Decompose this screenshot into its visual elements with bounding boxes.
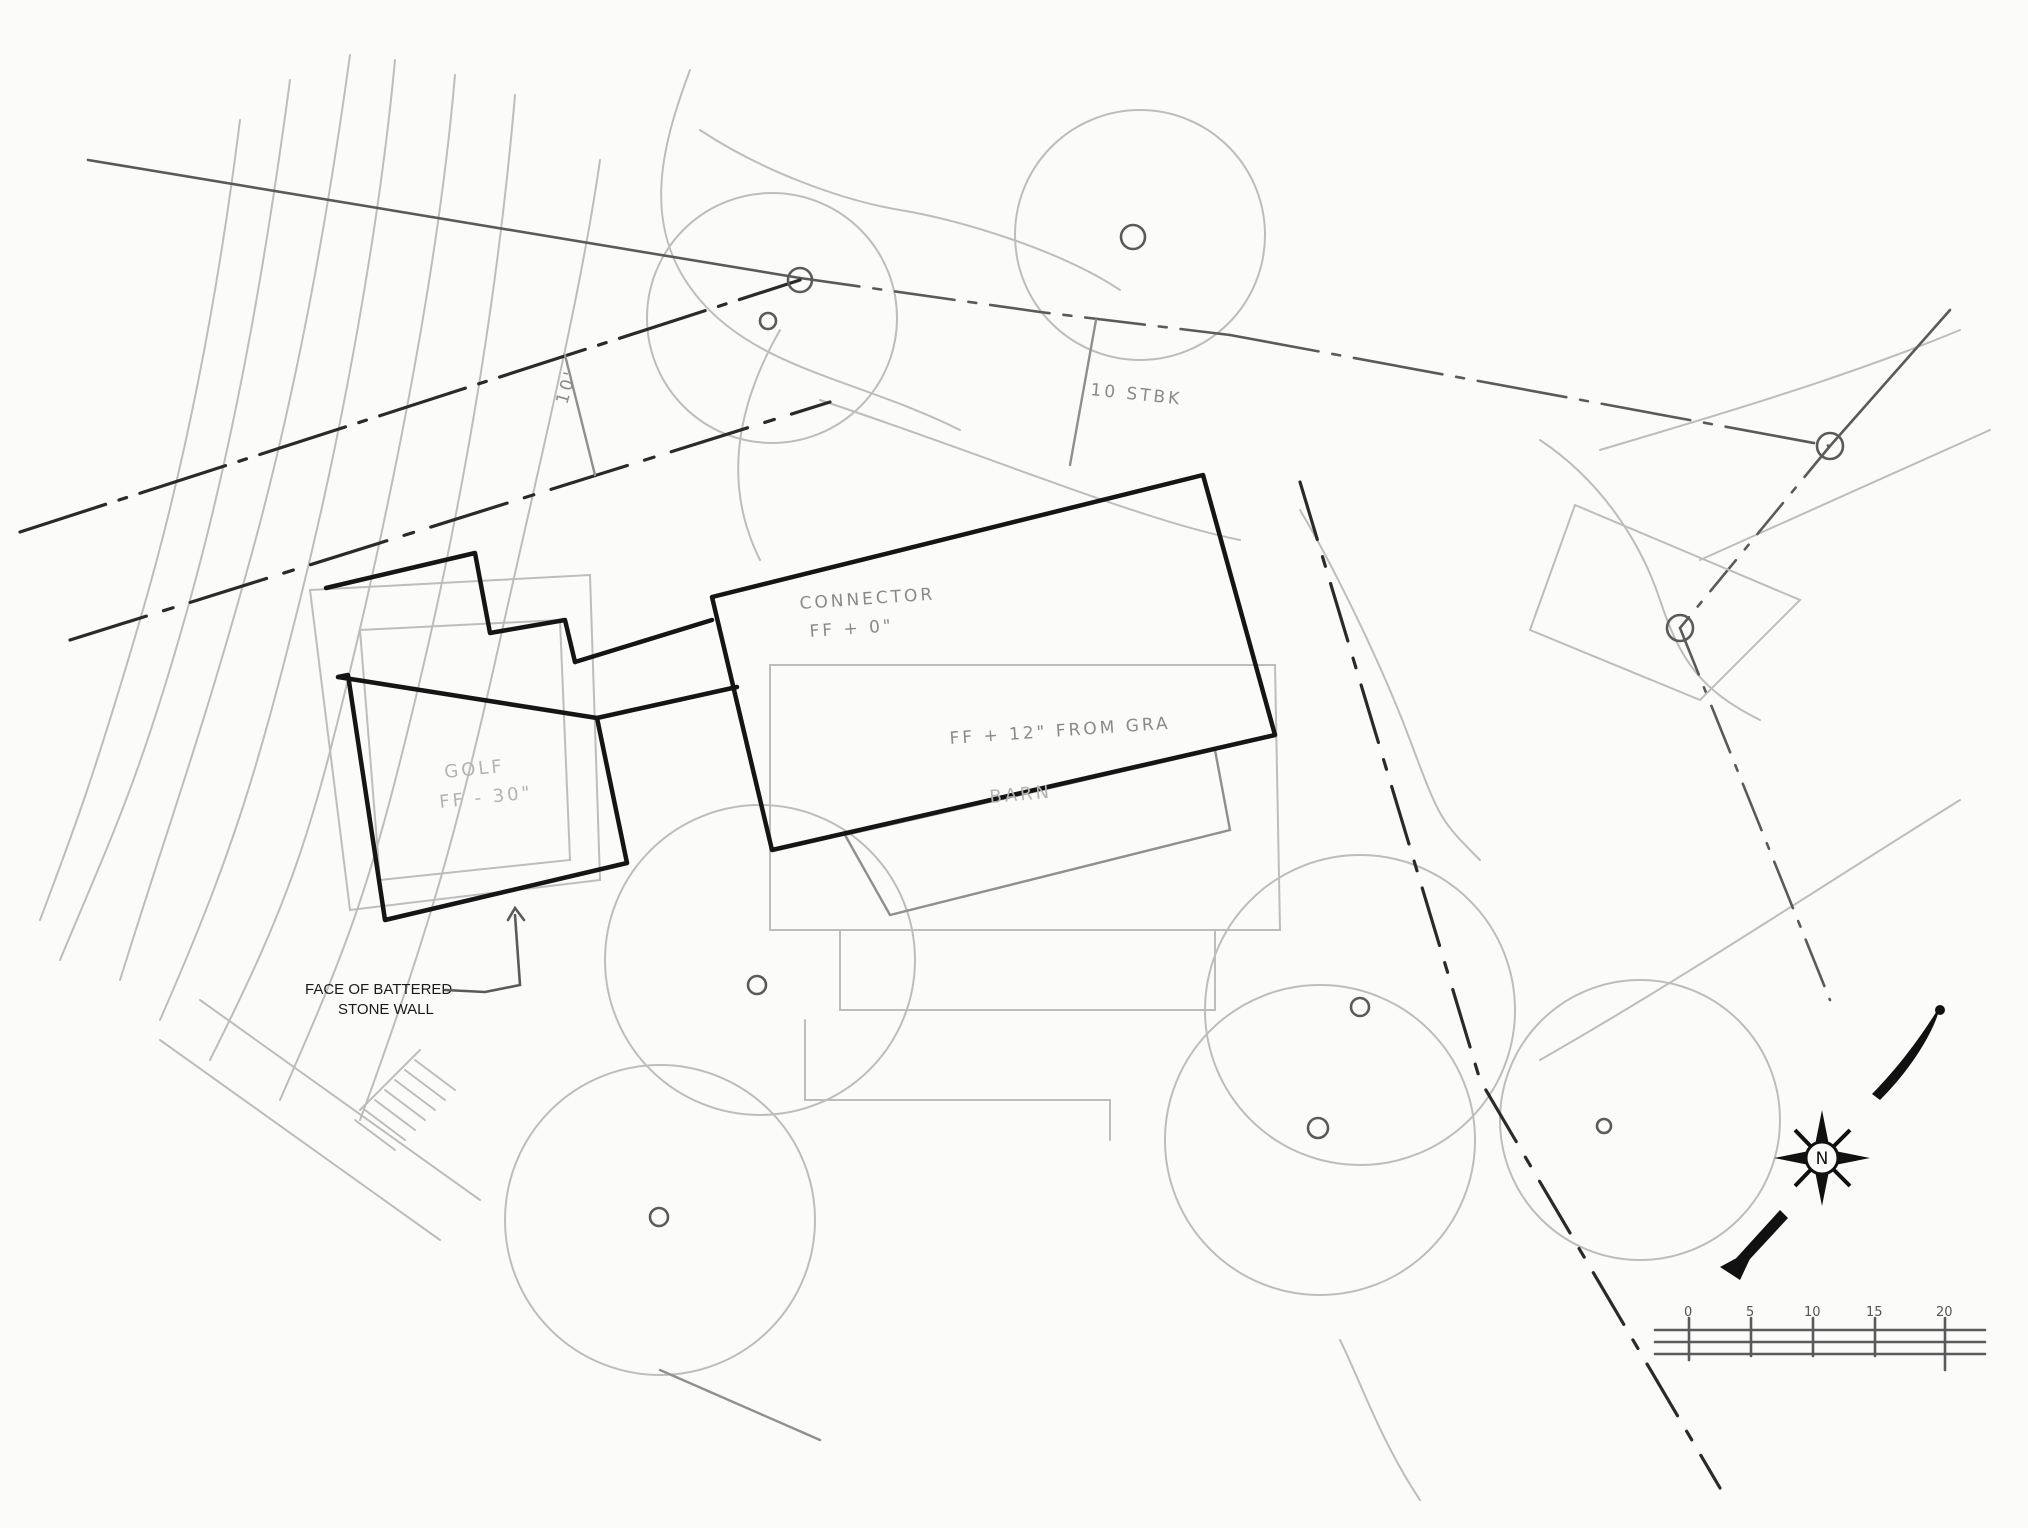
scale-tick-20: 20 [1936,1305,1953,1320]
tree-trunk-icon [746,974,768,996]
setback-line [18,278,802,534]
compass-rose-icon: N [1774,1110,1870,1206]
tree-canopy [504,1064,816,1376]
scale-tick-15: 15 [1866,1305,1883,1320]
north-arrow: N [1720,1005,1945,1280]
tree-trunk-icon [1595,1117,1613,1135]
contour-lines [39,54,1991,1501]
tree-trunk-icon [1119,223,1147,251]
stair-path [159,999,822,1442]
tree-trunk-icon [648,1206,670,1228]
connector-ff-label: FF + 0" [809,616,894,642]
barn-label: BARN [989,782,1053,808]
tree-trunk-icon [1306,1116,1330,1140]
tree-trunk-icon [758,311,778,331]
wall-label-line2: STONE WALL [338,1001,434,1018]
setback-stbk-label: 10 STBK [1089,380,1183,410]
golf-ff-label: FF - 30" [438,782,534,813]
connector-footprint [572,617,740,721]
golf-footprint [323,550,630,923]
ff-grade-label: FF + 12" FROM GRA [949,714,1171,749]
property-pin-icon [1815,431,1845,461]
scale-bar: 0 5 10 15 20 [1653,1305,1987,1372]
scale-tick-10: 10 [1804,1305,1821,1320]
wall-label-line1: FACE OF BATTERED [305,981,452,998]
scale-tick-0: 0 [1684,1305,1692,1320]
tree-canopy [1204,854,1516,1166]
golf-label: GOLF [443,756,505,783]
tree-canopy [646,192,898,444]
scale-tick-5: 5 [1746,1305,1754,1320]
tree-canopy [1014,109,1266,361]
tree-canopies [504,109,1781,1376]
property-line [86,158,802,280]
north-letter: N [1816,1149,1829,1169]
setback-line [1298,480,1722,1490]
connector-label: CONNECTOR [799,585,936,614]
property-pin-icon [1665,613,1695,643]
tree-trunks [648,223,1613,1228]
tree-trunk-icon [1349,996,1371,1018]
tree-canopy [1164,984,1476,1296]
building-footprints [323,472,1278,923]
barn-footprint [709,472,1278,853]
tree-canopy [604,804,916,1116]
property-lines [18,158,1952,1490]
underlay-plan [308,503,1802,1141]
wall-leader-arrow [443,913,522,994]
property-pin-icon [786,266,814,294]
tree-canopy [1499,979,1781,1261]
